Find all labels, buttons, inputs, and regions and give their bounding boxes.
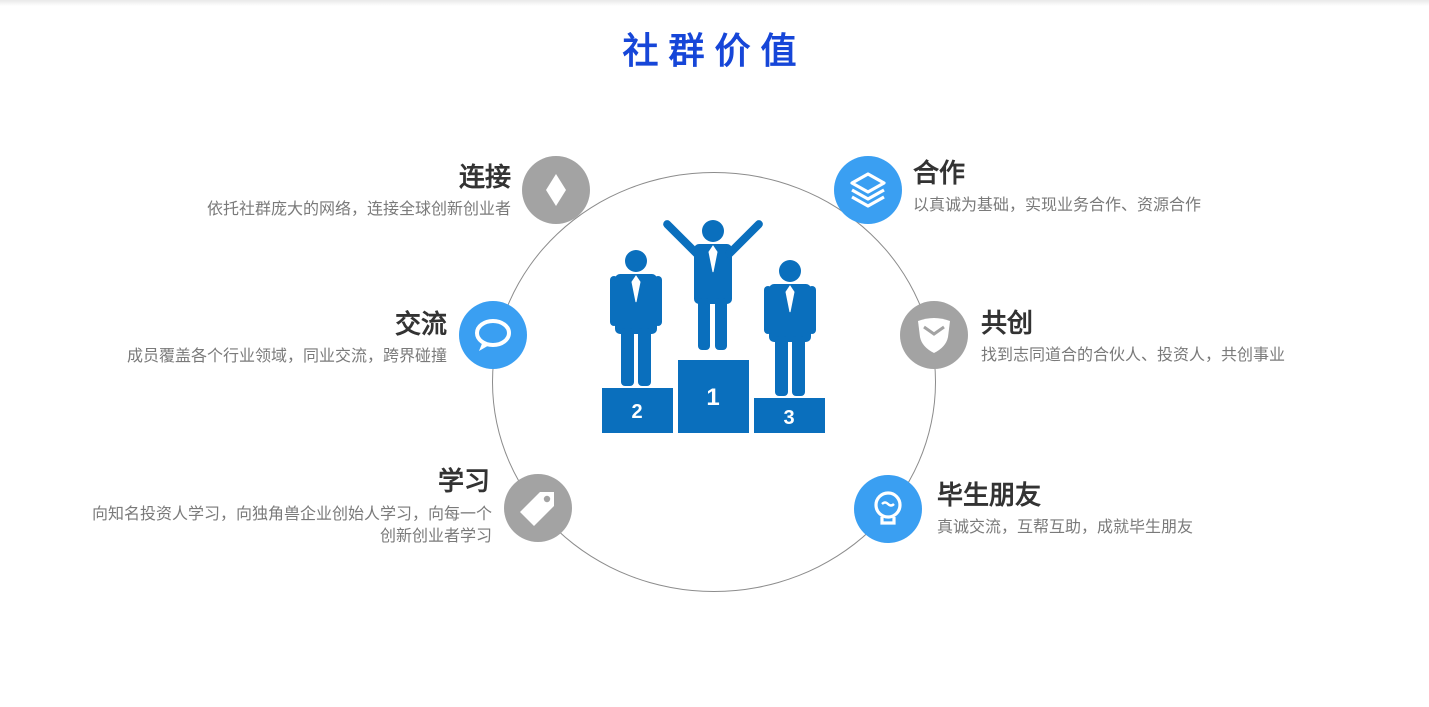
heading-cocreate: 共创 [981, 309, 1034, 339]
desc-lifelong-friends: 真诚交流，互帮互助，成就毕生朋友 [937, 517, 1194, 536]
desc-learn: 向知名投资人学习，向独角兽企业创始人学习，向每一个创新创业者学习 [92, 504, 493, 545]
chat-bubble-icon [459, 301, 527, 369]
diamond-icon [522, 156, 590, 224]
podium-block-first [678, 360, 749, 433]
podium-label-first: 1 [706, 384, 719, 411]
podium-label-third: 3 [783, 407, 794, 429]
podium-block-third [754, 398, 825, 433]
podium-illustration: 2 1 3 [598, 212, 830, 442]
desc-cooperate: 以真诚为基础，实现业务合作、资源合作 [913, 195, 1202, 214]
podium-label-second: 2 [631, 401, 642, 423]
heading-learn: 学习 [437, 467, 490, 497]
third-place-figure [764, 260, 816, 396]
heading-lifelong-friends: 毕生朋友 [937, 481, 1042, 511]
shield-icon [900, 301, 968, 369]
desc-connect: 依托社群庞大的网络，连接全球创新创业者 [206, 199, 511, 218]
circle-ring [492, 172, 936, 592]
heading-connect: 连接 [458, 163, 511, 193]
desc-cocreate: 找到志同道合的合伙人、投资人，共创事业 [981, 345, 1286, 364]
desc-exchange: 成员覆盖各个行业领域，同业交流，跨界碰撞 [126, 346, 447, 365]
heading-exchange: 交流 [394, 310, 447, 340]
first-place-figure [663, 220, 763, 350]
top-shadow [0, 0, 1429, 6]
page-title: 社群价值 [622, 31, 807, 72]
podium-graphic: 2 1 3 [602, 220, 825, 433]
layers-icon [834, 156, 902, 224]
lightbulb-icon [854, 475, 922, 543]
heading-cooperate: 合作 [913, 159, 966, 189]
podium-block-second [602, 388, 673, 433]
second-place-figure [610, 250, 662, 386]
tag-icon [504, 474, 572, 542]
